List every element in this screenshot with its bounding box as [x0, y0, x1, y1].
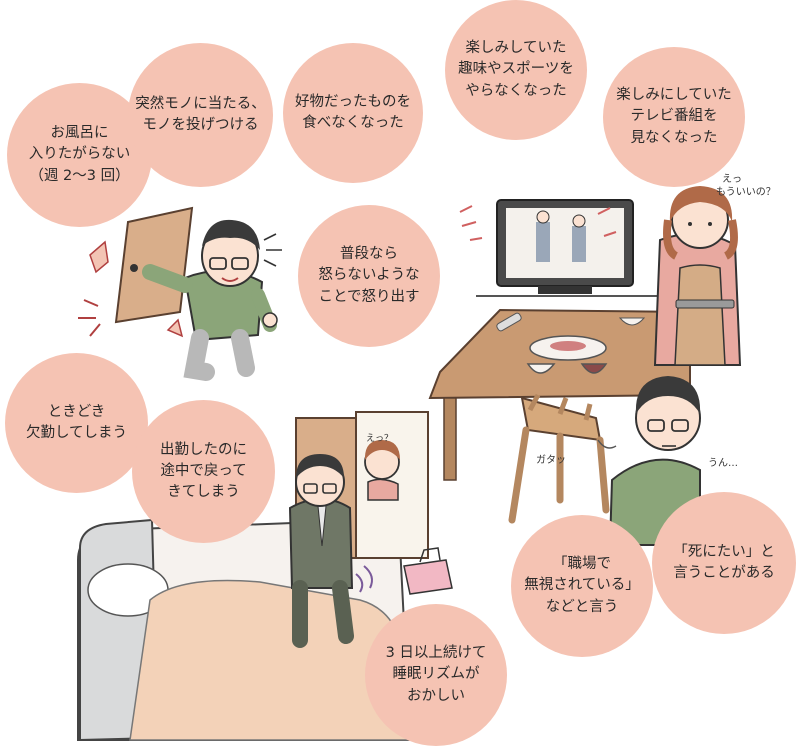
wife-question-line1: えっ: [722, 173, 742, 185]
wife-question-line2: もういいの？: [716, 186, 776, 198]
bubble-angry-outbursts: 普段なら 怒らないような ことで怒り出す: [298, 205, 440, 347]
husband-reply-text: うん…: [708, 457, 738, 469]
wife-question-text: えっ もういいの？: [716, 173, 776, 198]
bubble-stopped-eating-favorites: 好物だったものを 食べなくなった: [283, 43, 423, 183]
bubble-returns-midway: 出勤したのに 途中で戻って きてしまう: [132, 400, 275, 543]
bedroom-scene: [77, 411, 453, 742]
bubble-bath-refusal: お風呂に 入りたがらない （週 2〜3 回）: [7, 83, 152, 227]
dinner-scene: [428, 186, 742, 546]
wife-door-text: えっ？: [366, 433, 393, 444]
bubble-sleep-rhythm: 3 日以上続けて 睡眠リズムが おかしい: [365, 604, 507, 746]
bubble-throwing-things: 突然モノに当たる、 モノを投げつける: [128, 43, 273, 187]
bubble-wants-to-die: 「死にたい」と 言うことがある: [652, 492, 796, 634]
bubble-stopped-hobbies: 楽しみしていた 趣味やスポーツを やらなくなった: [445, 0, 587, 140]
bubble-ignored-at-work: 「職場で 無視されている」 などと言う: [511, 515, 653, 657]
bubble-absent-from-work: ときどき 欠勤してしまう: [5, 353, 148, 493]
bag-icon: [403, 559, 453, 595]
chair-sound-text: ガタッ: [536, 454, 566, 466]
bubble-stopped-tv: 楽しみにしていた テレビ番組を 見なくなった: [603, 47, 745, 187]
angry-man-scene: [78, 206, 282, 381]
